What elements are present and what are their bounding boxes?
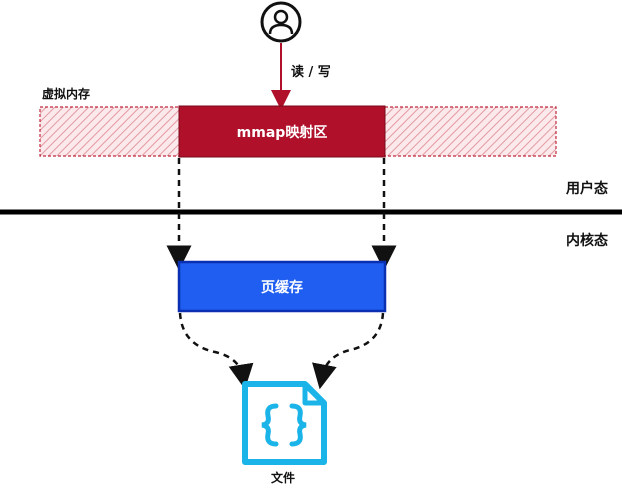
user-icon <box>260 1 302 43</box>
kernel-space-label: 内核态 <box>566 232 608 249</box>
cache-to-file-arrow-right <box>312 312 385 390</box>
page-cache-label: 页缓存 <box>261 279 303 296</box>
file-label: 文件 <box>271 470 295 485</box>
virtual-memory-label: 虚拟内存 <box>42 86 90 101</box>
page-cache-box <box>177 260 387 313</box>
cache-to-file-arrow-left <box>178 312 254 390</box>
mmap-region-label: mmap映射区 <box>237 124 328 141</box>
user-space-label: 用户态 <box>566 180 608 197</box>
read-write-label: 读 / 写 <box>291 64 331 80</box>
file-code-icon <box>242 381 327 465</box>
mmap-region-box <box>178 105 386 158</box>
